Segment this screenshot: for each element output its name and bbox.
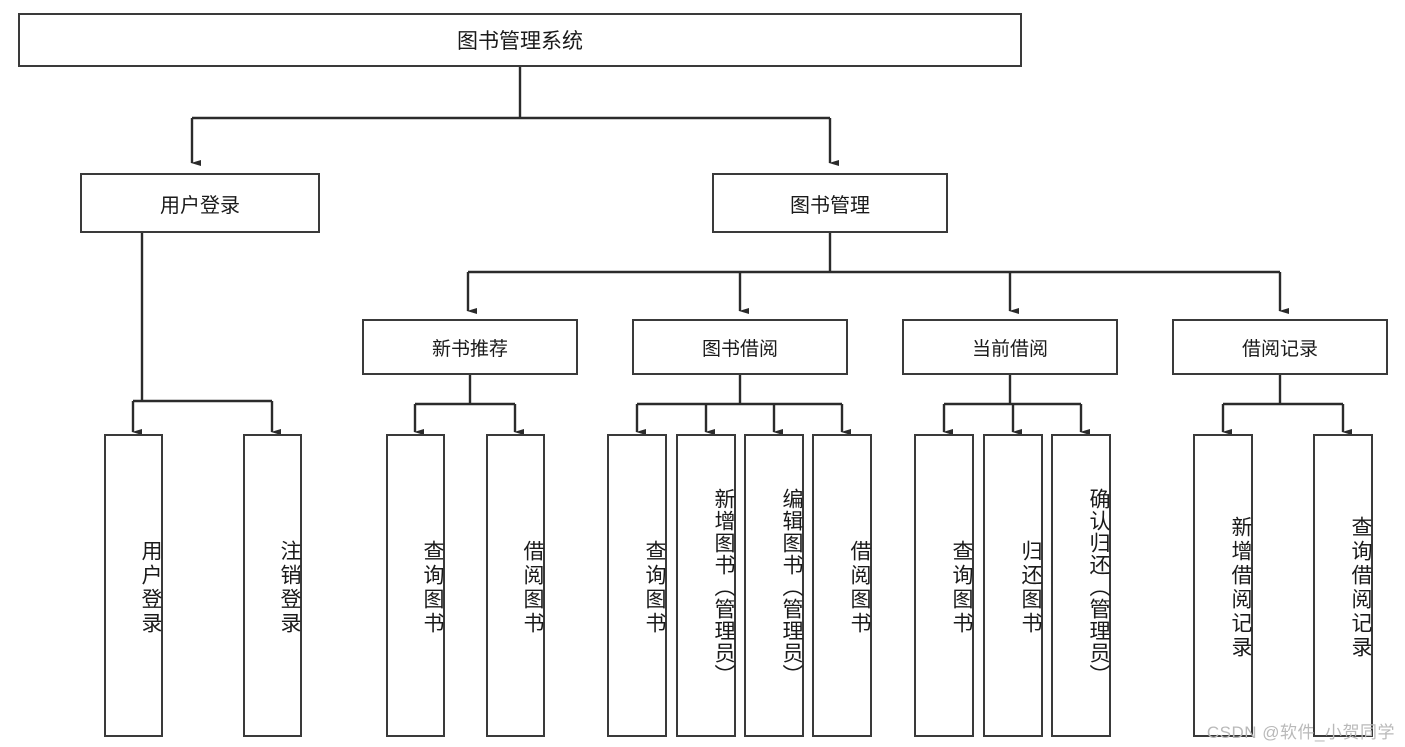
node-borrow-record[interactable]: 借阅记录 [1172,319,1388,375]
node-label: 用户登录 [139,539,162,636]
node-label: 用户登录 [160,194,240,217]
leaf-query-borrow-record[interactable]: 查询借阅记录 [1313,434,1373,737]
node-label: 借阅图书 [521,539,544,636]
leaf-query-book-borrow[interactable]: 查询图书 [607,434,667,737]
node-label: 新书推荐 [431,338,508,360]
node-root-system[interactable]: 图书管理系统 [18,13,1022,67]
leaf-confirm-return-admin[interactable]: 确认归还（管理员） [1051,434,1111,737]
leaf-query-book-recommend[interactable]: 查询图书 [386,434,445,737]
leaf-logout[interactable]: 注销登录 [243,434,302,737]
node-current-borrow[interactable]: 当前借阅 [902,319,1118,375]
node-label: 归还图书 [1019,539,1042,636]
leaf-add-borrow-record[interactable]: 新增借阅记录 [1193,434,1253,737]
node-label: 新增借阅记录 [1229,515,1252,660]
node-label: 当前借阅 [971,338,1048,360]
node-label: 确认归还（管理员） [1087,487,1110,686]
node-label: 注销登录 [278,539,301,636]
node-new-book-recommend[interactable]: 新书推荐 [362,319,578,375]
csdn-watermark: CSDN @软件_小贺同学 [1206,723,1395,742]
leaf-user-login[interactable]: 用户登录 [104,434,163,737]
node-label: 新增图书（管理员） [712,487,735,686]
node-user-login[interactable]: 用户登录 [80,173,320,233]
node-label: 图书管理系统 [457,30,583,53]
node-label: 查询图书 [950,539,973,636]
leaf-return-book[interactable]: 归还图书 [983,434,1043,737]
leaf-query-book-current[interactable]: 查询图书 [914,434,974,737]
node-label: 编辑图书（管理员） [780,487,803,686]
node-book-management[interactable]: 图书管理 [712,173,948,233]
node-label: 查询图书 [421,539,444,636]
node-label: 借阅图书 [848,539,871,636]
node-label: 图书借阅 [701,338,778,360]
node-label: 查询借阅记录 [1349,515,1372,660]
node-label: 查询图书 [643,539,666,636]
node-label: 图书管理 [790,194,870,217]
node-book-borrow[interactable]: 图书借阅 [632,319,848,375]
leaf-borrow-book[interactable]: 借阅图书 [812,434,872,737]
leaf-edit-book-admin[interactable]: 编辑图书（管理员） [744,434,804,737]
leaf-add-book-admin[interactable]: 新增图书（管理员） [676,434,736,737]
leaf-borrow-book-recommend[interactable]: 借阅图书 [486,434,545,737]
node-label: 借阅记录 [1241,338,1318,360]
